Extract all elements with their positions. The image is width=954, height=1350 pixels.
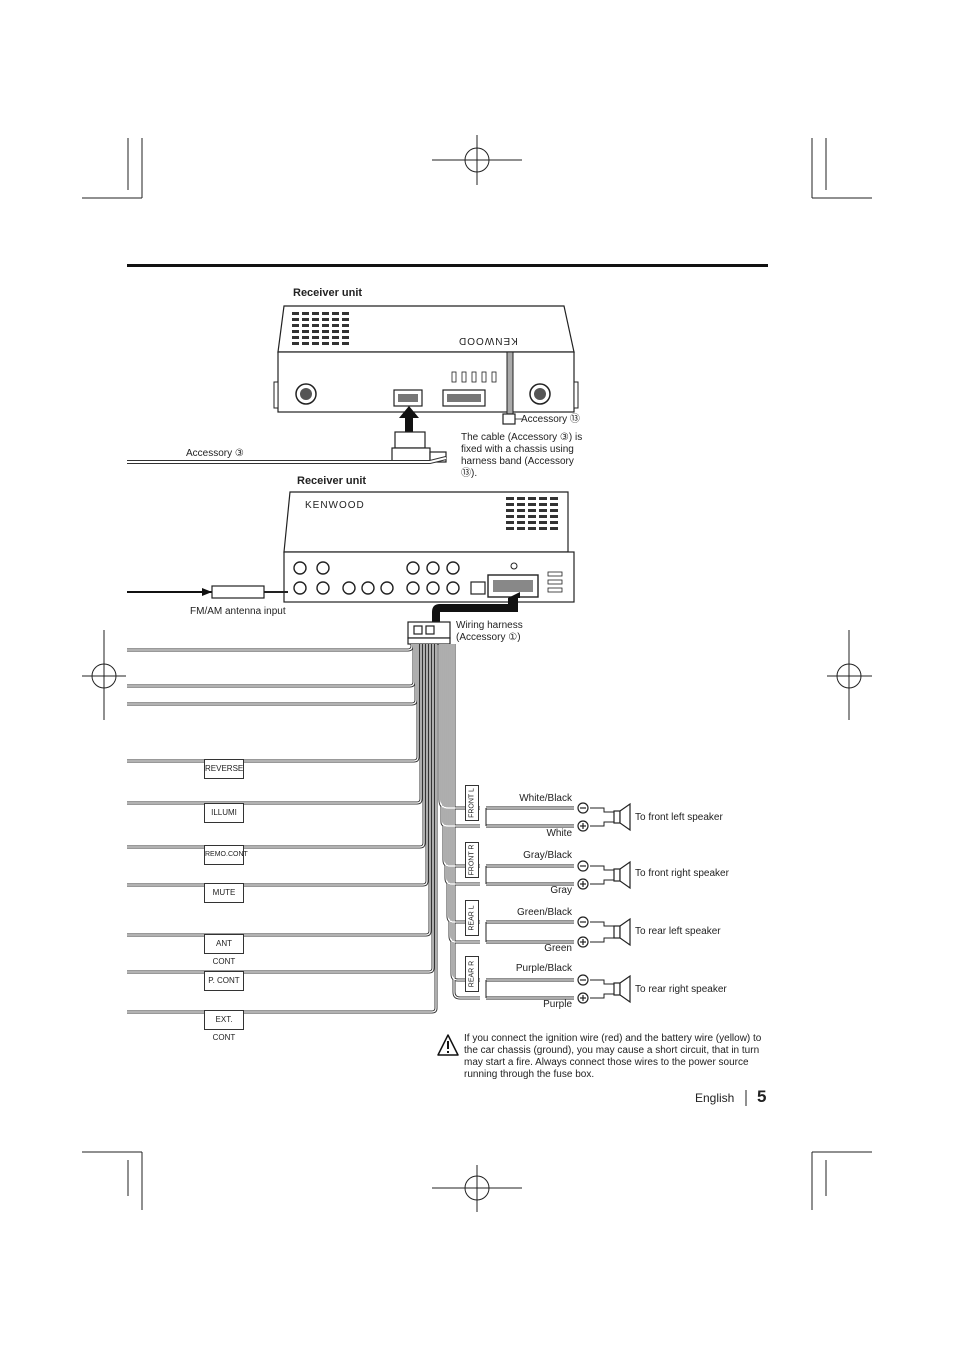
vent-grille-left	[292, 312, 349, 345]
brand-logo-bottom: KENWOOD	[305, 500, 365, 511]
antenna-plug	[211, 585, 288, 599]
receiver-unit-bottom	[283, 491, 575, 603]
registration-marks	[82, 135, 872, 1212]
dest-rear-right: To rear right speaker	[635, 984, 727, 995]
wire-color-front-l-neg: White/Black	[519, 793, 572, 804]
wire-color-rear-r-neg: Purple/Black	[515, 963, 572, 974]
harness-wires	[127, 644, 438, 1014]
vent-grille-right	[506, 497, 558, 530]
wire-color-rear-r-pos: Purple	[543, 999, 572, 1010]
warning-icon	[437, 1034, 459, 1056]
wire-color-rear-l-pos: Green	[544, 943, 572, 954]
cable-note: The cable (Accessory ③) is fixed with a …	[461, 432, 583, 479]
wire-label-ext-cont: EXT. CONT	[204, 1010, 244, 1042]
wire-color-front-r-pos: Gray	[550, 885, 572, 896]
speaker-front-left	[485, 802, 631, 832]
wire-label-ant-cont: ANT CONT	[204, 934, 244, 966]
harness-arrow-icon	[432, 592, 520, 624]
wire-label-reverse: REVERSE	[204, 759, 244, 779]
fm-am-antenna-label: FM/AM antenna input	[190, 606, 286, 617]
footer-language: English	[695, 1091, 735, 1105]
wiring-harness-label: Wiring harness (Accessory ①)	[456, 620, 523, 643]
wire-color-front-l-pos: White	[546, 828, 572, 839]
heading-receiver-unit-bottom: Receiver unit	[297, 475, 367, 487]
channel-front-r: FRONT R	[465, 842, 479, 878]
channel-rear-l: REAR L	[465, 900, 479, 936]
speaker-rear-right	[485, 974, 631, 1004]
dest-rear-left: To rear left speaker	[635, 926, 721, 937]
wire-label-mute: MUTE	[204, 883, 244, 903]
dest-front-right: To front right speaker	[635, 868, 729, 879]
receiver-unit-top	[273, 305, 579, 425]
accessory-3-label: Accessory ③	[186, 448, 244, 459]
dest-front-left: To front left speaker	[635, 812, 723, 823]
accessory-3-plug	[391, 431, 447, 463]
wire-label-p-cont: P. CONT	[204, 971, 244, 991]
channel-front-l: FRONT L	[465, 785, 479, 821]
header-rule	[127, 264, 768, 267]
wire-color-front-r-neg: Gray/Black	[523, 850, 572, 861]
wire-label-illumi: ILLUMI	[204, 803, 244, 823]
arrow-up-icon	[399, 406, 419, 440]
brand-logo-top: KENWOOD	[458, 335, 518, 346]
speaker-rear-left	[485, 916, 631, 948]
accessory-13-label: Accessory ⑬	[521, 414, 580, 425]
wire-color-rear-l-neg: Green/Black	[516, 907, 572, 918]
harness-connector	[407, 621, 451, 645]
rca-jacks	[293, 561, 460, 595]
channel-rear-r: REAR R	[465, 956, 479, 992]
page-number: 5	[757, 1087, 767, 1106]
wire-label-remo-cont: REMO.CONT	[204, 845, 248, 865]
crop-marks	[82, 138, 872, 1210]
heading-receiver-unit-top: Receiver unit	[293, 287, 363, 299]
speaker-front-right	[485, 860, 631, 890]
warning-text: If you connect the ignition wire (red) a…	[464, 1033, 762, 1080]
